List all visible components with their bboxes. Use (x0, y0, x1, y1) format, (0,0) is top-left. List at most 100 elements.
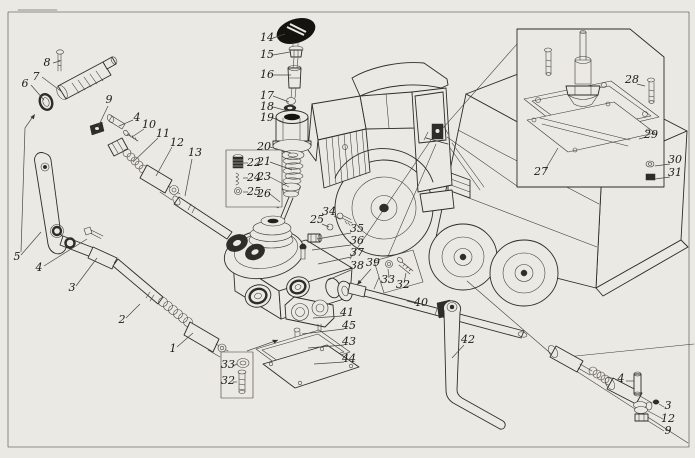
pin-4-right (633, 371, 642, 397)
bed-skirt (595, 239, 689, 297)
part-label-1-13: 1 (170, 342, 177, 355)
leader-line-31 (654, 176, 671, 180)
bolt-34 (336, 212, 353, 226)
spring-cylinder-7 (56, 56, 118, 100)
part-label-32-41: 32 (221, 374, 235, 387)
collar-17 (286, 97, 296, 105)
coupling-38 (325, 277, 353, 302)
leader-line-42 (451, 344, 465, 359)
nut-15 (288, 45, 304, 58)
leader-line-19 (272, 117, 284, 123)
mounted-shift-mechanism (423, 123, 449, 145)
leader-line-34 (333, 215, 342, 220)
spring-link-11 (107, 137, 148, 174)
support-arm (539, 117, 631, 147)
leader-line-21 (269, 161, 293, 171)
right-rod-assembly (547, 345, 660, 422)
small-parts-box-b (220, 351, 254, 399)
leader-line-36 (311, 244, 352, 251)
rod-2 (112, 258, 193, 327)
part-label-30-51: 30 (668, 153, 682, 166)
leader-line-5 (20, 114, 35, 253)
leader-line-15 (272, 51, 291, 56)
bolt-32 (237, 369, 247, 394)
part-label-10-5: 10 (142, 118, 156, 131)
part-label-5-9: 5 (14, 250, 21, 263)
leader-line-8 (52, 60, 61, 64)
part-label-21-21: 21 (256, 155, 271, 168)
part-label-6-2: 6 (22, 77, 29, 90)
part-label-4-4: 4 (133, 111, 141, 124)
part-label-39-33: 39 (366, 256, 380, 269)
part-label-8-0: 8 (44, 56, 51, 69)
support-base (526, 101, 656, 153)
boot-dome (223, 215, 305, 280)
leader-line-3 (658, 403, 665, 408)
bolt-8 (56, 49, 64, 72)
leader-line-14 (272, 33, 286, 39)
washer-33 (236, 358, 250, 368)
part-label-32-43: 32 (396, 278, 410, 291)
part-label-18-18: 18 (260, 100, 274, 113)
part-label-24-25: 24 (246, 171, 261, 184)
small-lever (59, 235, 95, 258)
leader-line-2 (125, 303, 141, 319)
part-label-40-34: 40 (413, 296, 428, 309)
leader-line-9 (647, 420, 665, 432)
leader-line-17 (272, 95, 290, 103)
part-label-7-1: 7 (33, 70, 40, 83)
bracket-41 (284, 296, 335, 328)
ring-25 (326, 223, 334, 231)
spring-21 (282, 157, 304, 185)
part-label-12-46: 12 (661, 412, 675, 425)
washer-33-c (385, 260, 393, 268)
part-label-3-11: 3 (69, 281, 76, 294)
part-label-42-39: 42 (460, 333, 475, 346)
front-fender-arc (334, 148, 434, 183)
leader-line-25 (321, 223, 330, 228)
cab-step (419, 189, 455, 213)
inset-shift-tower (565, 30, 601, 107)
leader-line-37 (317, 256, 352, 265)
left-linkage-parts (34, 49, 233, 358)
leader-line-4 (43, 238, 88, 267)
leader-line-23 (269, 176, 290, 188)
part-label-34-27: 34 (322, 205, 336, 218)
leader-line-26 (269, 193, 281, 203)
windshield (359, 91, 417, 130)
leader-line-18 (272, 106, 289, 112)
headlight (342, 144, 348, 150)
leader-line-43 (307, 344, 345, 349)
rod-13 (172, 195, 233, 240)
leader-line-9 (97, 105, 109, 128)
leader-line-13 (184, 158, 193, 197)
washer-20 (281, 150, 305, 160)
leader-line-45 (301, 328, 345, 335)
part-label-37-31: 37 (350, 246, 364, 259)
part-label-44-38: 44 (341, 352, 356, 365)
leader-line-33 (232, 363, 238, 367)
page-frame (7, 9, 690, 448)
labels-layer: 8769410111213543211415161718192021232622… (14, 31, 683, 437)
leader-line-5 (20, 231, 42, 256)
screw-10 (123, 129, 139, 142)
support-cylinder-19 (272, 110, 312, 153)
leader-line-41 (312, 315, 343, 319)
cab-roof (351, 62, 449, 97)
part-label-16-16: 16 (260, 68, 274, 81)
cover-group (255, 296, 360, 389)
part-label-2-12: 2 (118, 313, 126, 326)
part-label-35-29: 35 (350, 222, 364, 235)
part-label-28-48: 28 (624, 73, 639, 86)
part-label-36-30: 36 (350, 234, 364, 247)
leader-line-39 (356, 268, 372, 286)
part-label-11-6: 11 (156, 127, 170, 140)
clevis-12 (139, 164, 181, 201)
spring-24 (235, 172, 239, 186)
part-label-26-23: 26 (256, 187, 271, 200)
part-label-12-7: 12 (170, 136, 184, 149)
pin-4-left (106, 114, 126, 130)
leader-line-1 (176, 332, 194, 348)
inset-bolts (544, 47, 655, 104)
